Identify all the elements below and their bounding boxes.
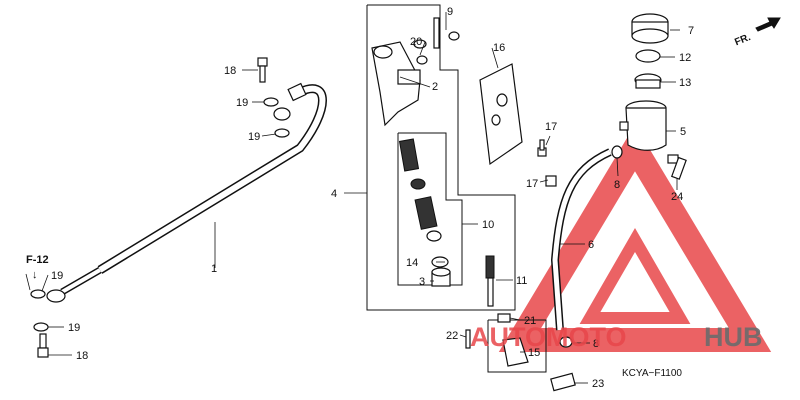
cap-part-7 [631,13,669,44]
clamp-part-8-top [611,145,623,159]
callout-15: 15 [528,347,540,359]
callout-7: 7 [688,25,694,37]
callout-23: 23 [592,378,604,390]
bracket-part-16 [479,63,523,166]
callout-21: 21 [524,315,536,327]
washer-part-20 [416,55,428,65]
master-cylinder-part-2 [371,17,440,127]
bolt-part-17-upper [537,139,547,157]
callout-11: 11 [516,275,527,287]
callout-18-bottom: 18 [76,350,88,362]
bolt-18-bottom [37,333,49,358]
callout-2: 2 [432,81,438,93]
pin-part-22 [465,329,471,349]
callout-19-a: 19 [236,97,248,109]
callout-19-b: 19 [248,131,260,143]
washers-19-bottom [30,289,49,332]
callout-1: 1 [211,263,217,275]
clip-part-9 [448,31,460,41]
washers-19-top [263,97,290,138]
callout-5: 5 [680,126,686,138]
watermark-text: AUTOMOTO HUB [470,322,763,352]
callout-19-c: 19 [51,270,63,282]
plate-part-12 [635,49,661,63]
callout-4: 4 [331,188,337,200]
screw-part-24 [667,154,687,180]
direction-indicator: FR. [733,17,781,48]
callout-20: 20 [410,36,422,48]
callout-10: 10 [482,219,494,231]
callout-6: 6 [588,239,594,251]
callout-3: 3 [419,276,425,288]
callout-9: 9 [447,6,453,18]
callout-19-d: 19 [68,322,80,334]
drawing-code: KCYA−F1100 [622,368,682,379]
watermark-text-gray: HUB [704,322,763,352]
callout-8-bottom: 8 [593,338,599,350]
diaphragm-part-13 [634,73,662,89]
group-frames [366,4,547,373]
callout-8-top: 8 [614,179,620,191]
push-rod-part-11 [485,255,495,307]
callout-12: 12 [679,52,691,64]
bolt-part-17-lower [545,175,557,187]
forward-arrow-icon [755,17,781,32]
hose-part-6 [550,148,612,331]
piston-kit-part-10 [398,138,442,242]
watermark-text-red: AUTOMOTO [470,322,627,352]
callout-labels: 1 2 3 4 5 6 7 8 8 9 10 11 12 13 14 15 16… [51,6,694,390]
callout-17-lower: 17 [526,178,538,190]
nut-part-21 [497,313,511,323]
callout-16: 16 [493,42,505,54]
reservoir-part-5 [619,100,667,151]
bolt-18-top [257,57,268,83]
callout-18-top: 18 [224,65,236,77]
clamp-part-8-bottom [559,336,573,348]
reference-arrow-icon: ↓ [32,269,38,281]
callout-24: 24 [671,191,683,203]
callout-14: 14 [406,257,418,269]
leader-lines [25,12,680,384]
callout-13: 13 [679,77,691,89]
callout-22: 22 [446,330,458,342]
boot-part-3 [431,267,451,287]
direction-label: FR. [733,32,752,48]
reference-label: F-12 [26,254,49,266]
hose-part-1 [46,82,327,303]
callout-17-upper: 17 [545,121,557,133]
cap-part-23 [550,372,576,392]
clevis-part-15 [502,337,529,367]
